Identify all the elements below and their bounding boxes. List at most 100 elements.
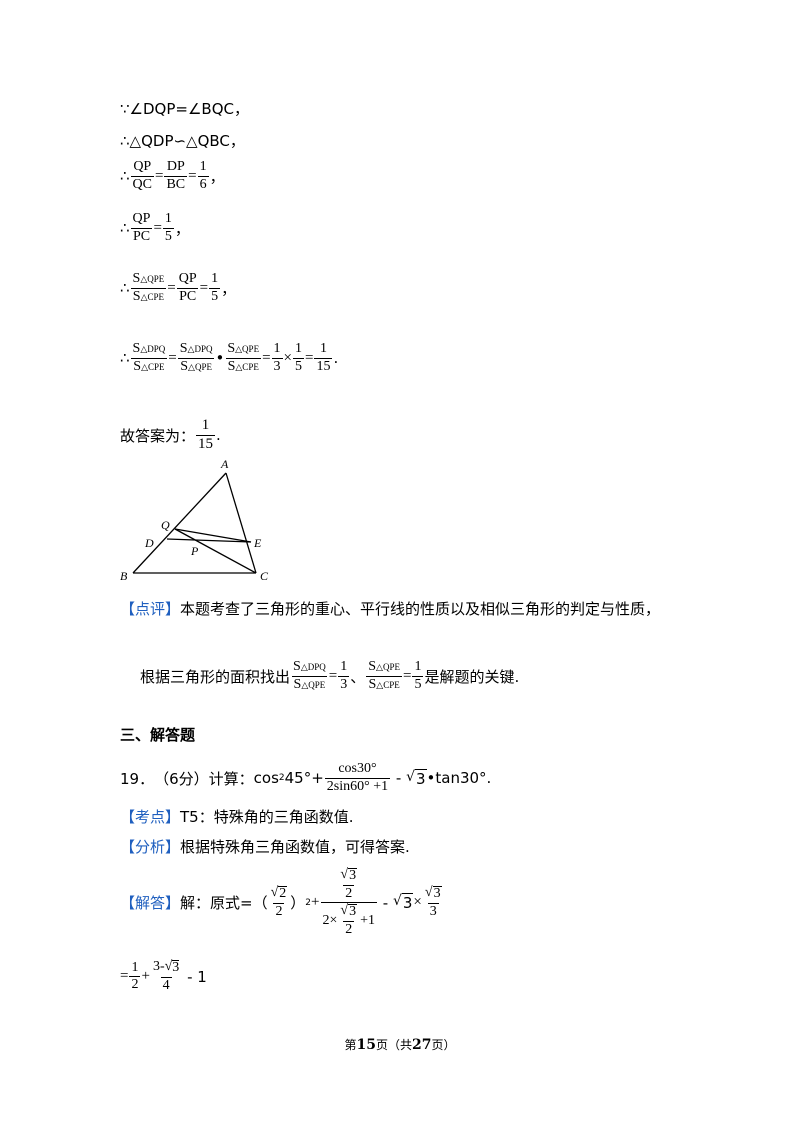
subscript: △CPE (140, 291, 165, 302)
denominator: 4 (160, 976, 172, 993)
expr-angle: 45°+ (284, 769, 324, 788)
s-symbol: S (227, 358, 236, 374)
s-symbol: S (133, 358, 142, 374)
radicand: 3 (415, 768, 427, 788)
minus-sign: - (378, 893, 393, 912)
fraction: √3 2 (338, 904, 359, 937)
denominator: 3 (271, 357, 283, 374)
numerator: S△DPQ (131, 341, 168, 358)
numerator: √3 (338, 867, 359, 885)
radicand: 3 (348, 904, 358, 920)
denominator: 3 (338, 675, 350, 692)
subscript: △DPQ (300, 662, 326, 672)
equals: = (168, 349, 177, 366)
numerator-prefix: 3- (152, 959, 165, 974)
s-symbol: S (132, 271, 141, 286)
equals: = (188, 167, 197, 184)
denominator: S△QPE (291, 675, 328, 693)
sqrt: √3 (392, 893, 414, 913)
subscript: △QPE (301, 679, 326, 690)
sqrt: √3 (406, 768, 427, 788)
segment-qe (174, 528, 252, 543)
punct: . (216, 426, 221, 445)
jieda-text: 解：原式=（ (180, 894, 268, 913)
denominator: PC (177, 287, 199, 304)
s-symbol: S (179, 341, 188, 356)
denominator: 2 (343, 921, 355, 938)
label-b: B (120, 569, 128, 583)
section-title: 三、解答题 (120, 726, 196, 744)
therefore-symbol: ∴ (120, 219, 130, 238)
jieda-line: 【解答】 解：原式=（ √2 2 ）2+ √3 2 2× √3 2 +1 - √… (120, 867, 445, 938)
numerator: 1 (201, 417, 210, 433)
label-e: E (253, 536, 262, 550)
denominator: 2 (273, 902, 285, 919)
denominator: 2sin60° +1 (324, 777, 391, 794)
denominator: S△CPE (131, 357, 167, 375)
radicand: 3 (401, 893, 414, 913)
numerator: 1 (319, 341, 327, 356)
side-ac (225, 472, 257, 574)
expr-tan: •tan30°. (426, 769, 492, 788)
similarity-statement: △QDP∽△QBC， (129, 132, 245, 150)
radicand: 2 (278, 886, 288, 902)
equals: = (262, 349, 271, 366)
line-given-angle: ∵ ∠DQP=∠BQC， (120, 98, 249, 119)
numerator: 1 (414, 659, 422, 674)
numerator: cos30° (338, 761, 377, 776)
side-ab (132, 472, 227, 574)
s-symbol: S (368, 659, 377, 674)
triangle-figure: A Q D E P B C (120, 457, 269, 583)
because-symbol: ∵ (120, 99, 130, 118)
footer-middle: 页（共 (375, 1038, 412, 1052)
fraction: √3 2 (338, 867, 359, 901)
radicand: 3 (348, 868, 358, 883)
denominator: 5 (162, 227, 174, 244)
multiply-dot: • (215, 349, 225, 368)
radical-icon: √ (340, 903, 349, 919)
numerator: √3 2 (335, 867, 362, 902)
fraction: cos30°2sin60° +1 (324, 761, 391, 794)
equals: = (167, 279, 176, 296)
numerator: QP (133, 159, 152, 174)
fraction: S△DPQ S△CPE (131, 341, 168, 375)
exponent: 2 (305, 897, 312, 908)
line-similar-triangles: ∴ △QDP∽△QBC， (120, 130, 245, 151)
punct: ， (209, 167, 225, 186)
s-symbol: S (180, 358, 189, 374)
times-sign: × (283, 349, 293, 366)
numerator: S△DPQ (178, 341, 215, 358)
equals: = (402, 667, 412, 684)
equals: = (120, 968, 129, 985)
denominator: 15 (314, 357, 333, 374)
denominator: PC (130, 227, 153, 244)
denominator: 6 (197, 175, 209, 192)
denominator: S△QPE (178, 357, 214, 375)
numerator: QP (178, 271, 197, 286)
s-symbol: S (132, 341, 141, 356)
denominator: 5 (412, 675, 424, 692)
radical-icon: √ (392, 893, 402, 910)
minus-sign: - (391, 769, 407, 788)
punct: ， (221, 279, 237, 298)
fraction: √3 3 (423, 885, 444, 919)
fraction: 3-√3 4 (151, 959, 181, 993)
therefore-symbol: ∴ (120, 167, 130, 186)
question-number: 19． (120, 769, 155, 788)
numerator: √3 (423, 885, 444, 903)
subscript: △QPE (235, 344, 260, 354)
radical-icon: √ (164, 959, 173, 974)
label-a: A (220, 457, 229, 471)
